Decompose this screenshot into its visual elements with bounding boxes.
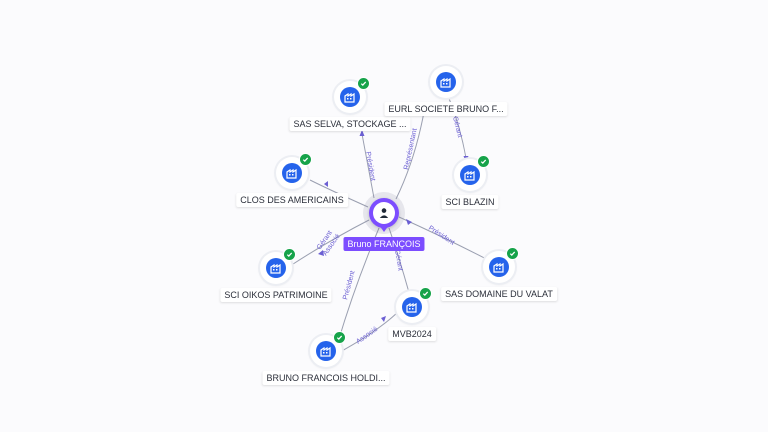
node-label[interactable]: SCI OIKOS PATRIMOINE [220,288,332,302]
edge-label-selva: Président [364,151,376,181]
center-pin [369,198,399,228]
company-icon [489,257,509,277]
edge-arrow [359,130,365,136]
node-circle [276,153,312,189]
edge-arrow [381,316,386,322]
edge-arrow [406,219,412,225]
verified-check-icon [333,331,346,344]
company-icon [460,165,480,185]
node-label[interactable]: CLOS DES AMERICAINS [236,193,348,207]
node-circle [483,247,519,283]
edge-label-eurl: Représentant [403,128,419,171]
edge-center-selva [361,133,375,199]
node-label[interactable]: EURL SOCIETE BRUNO F... [384,102,508,116]
edge-label-blazin: Gérant [451,116,463,139]
edge-center-mvb [388,227,411,297]
company-icon [316,341,336,361]
company-icon [282,163,302,183]
verified-check-icon [299,153,312,166]
edge-arrow [318,250,324,256]
company-icon [436,72,456,92]
edge-holding-mvb [339,309,401,353]
person-icon [373,202,395,224]
node-label[interactable]: SAS SELVA, STOCKAGE ... [289,117,411,131]
edge-center-eurl [395,111,425,200]
node-label[interactable]: MVB2024 [388,327,436,341]
edge-center-clos [309,179,369,208]
verified-check-icon [419,287,432,300]
edge-eurl-blazin [447,95,467,159]
center-label[interactable]: Bruno FRANÇOIS [343,237,425,251]
edge-label-valat: Président [427,225,456,247]
verified-check-icon [506,247,519,260]
edge-label-mvb: Gérant [393,249,404,271]
edge-label-holding-mvb: Associé [355,326,379,346]
verified-check-icon [477,155,490,168]
company-icon [266,258,286,278]
company-icon [402,297,422,317]
node-label[interactable]: SAS DOMAINE DU VALAT [441,287,557,301]
edge-arrow [324,181,328,187]
verified-check-icon [283,248,296,261]
node-circle [310,331,346,367]
node-circle [334,77,370,113]
pin-tail [379,225,389,232]
node-circle [430,66,462,98]
node-label[interactable]: BRUNO FRANCOIS HOLDI... [262,371,390,385]
node-label[interactable]: SCI BLAZIN [441,195,499,209]
edge-center-oikos [289,219,370,267]
node-circle [396,287,432,323]
node-circle [260,248,296,284]
node-circle [454,155,490,191]
verified-check-icon [357,77,370,90]
company-icon [340,87,360,107]
edge-label-holding: Président [342,270,356,300]
